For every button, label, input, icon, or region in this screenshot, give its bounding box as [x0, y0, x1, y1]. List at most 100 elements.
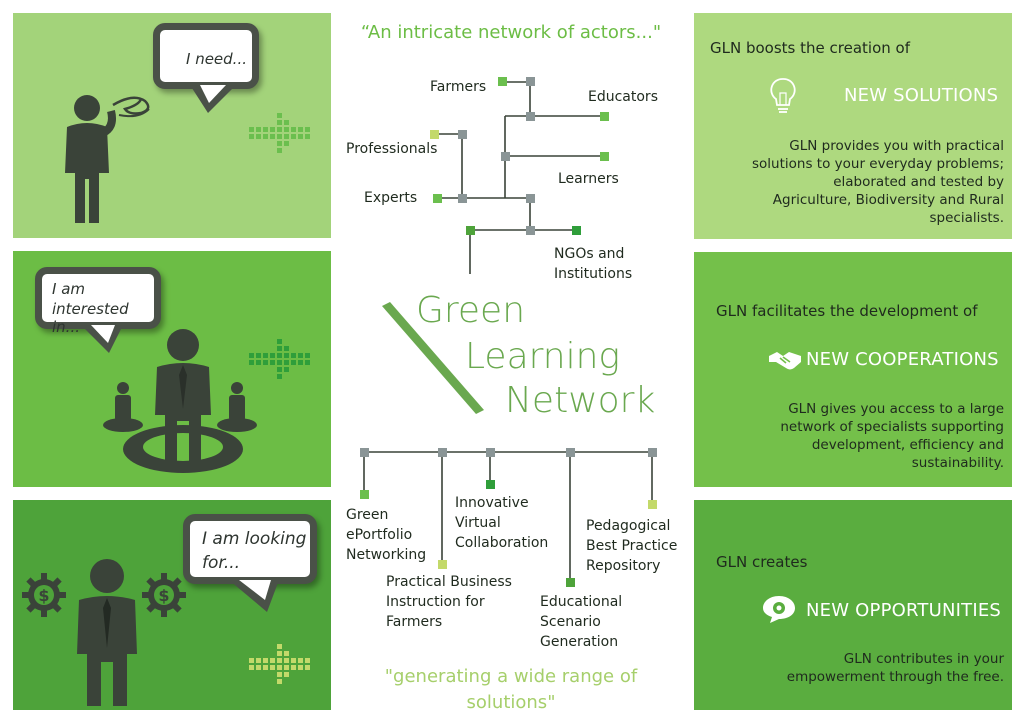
arrow-block: [284, 141, 289, 146]
junction-node: [458, 130, 467, 139]
arrow-block: [277, 374, 282, 379]
experts-label: Experts: [364, 190, 418, 206]
arrow-block: [277, 339, 282, 344]
arrow-block: [305, 665, 310, 670]
arrow-block: [263, 353, 268, 358]
arrow-block: [256, 658, 261, 663]
junction-node: [526, 194, 535, 203]
arrow-right-icon: [249, 113, 310, 153]
arrow-block: [291, 353, 296, 358]
arrow-block: [277, 148, 282, 153]
educational-node: [566, 578, 575, 587]
practical-label-1: Practical Business: [386, 574, 512, 590]
standing-people-figure: [103, 329, 257, 473]
svg-text:$: $: [158, 586, 169, 605]
arrow-block: [277, 679, 282, 684]
arrow-block: [305, 127, 310, 132]
arrow-block: [284, 672, 289, 677]
opportunities-panel-body: GLN contributes in your empowerment thro…: [704, 650, 1004, 686]
practical-label-2: Instruction for: [386, 594, 485, 610]
arrow-block: [277, 134, 282, 139]
arrow-block: [263, 127, 268, 132]
arrow-block: [305, 658, 310, 663]
innovative-node: [486, 480, 495, 489]
arrow-block: [291, 360, 296, 365]
educational-label-3: Generation: [540, 634, 619, 650]
arrow-block: [284, 353, 289, 358]
learners-node: [600, 152, 609, 161]
svg-text:$: $: [38, 586, 49, 605]
educators-node: [600, 112, 609, 121]
arrow-block: [277, 127, 282, 132]
interested-bubble-tail: [81, 325, 123, 353]
arrow-block: [277, 353, 282, 358]
cooperations-panel-body: GLN gives you access to a large network …: [704, 400, 1004, 472]
ngos-label-line2: Institutions: [554, 266, 633, 282]
arrow-block: [305, 353, 310, 358]
solutions-panel-heading: NEW SOLUTIONS: [844, 85, 999, 106]
arrow-block: [298, 360, 303, 365]
bottom-quote-line2: solutions": [466, 692, 556, 713]
arrow-block: [291, 134, 296, 139]
arrow-block: [270, 134, 275, 139]
arrow-block: [277, 658, 282, 663]
panel-new-cooperations: GLN facilitates the development of NEW C…: [694, 252, 1012, 487]
arrow-block: [291, 127, 296, 132]
arrow-block: [298, 134, 303, 139]
opportunities-panel-title: GLN creates: [716, 553, 808, 571]
junction-node: [466, 226, 475, 235]
arrow-block: [249, 127, 254, 132]
body-line: GLN gives you access to a large: [788, 401, 1004, 417]
arrow-block: [284, 651, 289, 656]
pedagogical-node: [648, 500, 657, 509]
dollar-gear-icon: $: [22, 573, 66, 617]
lightbulb-icon: [770, 78, 796, 113]
arrow-block: [305, 134, 310, 139]
need-bubble-text: I need...: [186, 50, 247, 68]
arrow-block: [277, 644, 282, 649]
arrow-right-icon: [249, 339, 310, 379]
green-eportfolio-node: [360, 490, 369, 499]
arrow-block: [284, 367, 289, 372]
interested-bubble-line2: interested in...: [52, 300, 129, 336]
gln-logo-line3: Network: [505, 380, 656, 421]
innovative-label-3: Collaboration: [455, 535, 549, 551]
body-line: elaborated and tested by: [833, 174, 1004, 190]
arrow-block: [263, 134, 268, 139]
arrow-block: [256, 353, 261, 358]
need-speech-bubble: I need...: [153, 23, 259, 89]
panel-new-opportunities: GLN creates NEW OPPORTUNITIES GLN contri…: [694, 500, 1012, 710]
arrow-block: [277, 672, 282, 677]
arrow-block: [298, 665, 303, 670]
pedagogical-label-2: Best Practice: [586, 538, 678, 554]
learners-label: Learners: [558, 171, 619, 187]
handshake-icon: [769, 352, 801, 370]
arrow-block: [270, 360, 275, 365]
arrow-block: [277, 346, 282, 351]
solutions-panel-body: GLN provides you with practical solution…: [704, 137, 1004, 227]
junction-node: [526, 226, 535, 235]
cooperations-panel-heading: NEW COOPERATIONS: [806, 349, 999, 370]
arrow-block: [277, 367, 282, 372]
body-line: network of specialists supporting: [780, 419, 1004, 435]
need-bubble-tail: [190, 85, 236, 113]
arrow-block: [277, 665, 282, 670]
arrow-block: [249, 353, 254, 358]
arrow-block: [249, 658, 254, 663]
panel-need: I need...: [13, 13, 331, 238]
looking-bubble-line2: for...: [202, 553, 241, 573]
thinking-person-figure: [65, 95, 150, 223]
solutions-panel-title: GLN boosts the creation of: [710, 39, 910, 57]
gear-speech-icon: [763, 596, 795, 623]
arrow-block: [298, 127, 303, 132]
body-line: GLN contributes in your: [843, 651, 1004, 667]
junction-node: [526, 112, 535, 121]
arrow-block: [249, 665, 254, 670]
arrow-block: [249, 134, 254, 139]
green-eportfolio-label-1: Green: [346, 507, 389, 523]
arrow-block: [277, 651, 282, 656]
farmers-label: Farmers: [430, 79, 487, 95]
arrow-block: [284, 665, 289, 670]
business-person-figure: [77, 559, 137, 706]
top-quote: “An intricate network of actors...": [360, 22, 662, 43]
